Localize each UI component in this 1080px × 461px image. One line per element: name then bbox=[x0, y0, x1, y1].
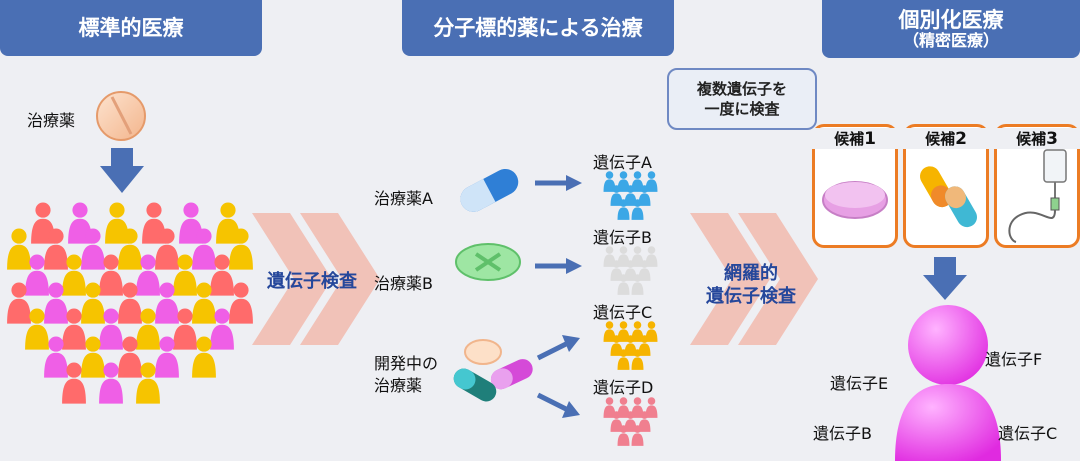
candidate-2-title: 候補2 bbox=[903, 128, 989, 149]
candidate-2-capsules-icon bbox=[920, 166, 977, 228]
gene-b-label: 遺伝子B bbox=[593, 228, 652, 247]
down-arrow-right-icon bbox=[923, 257, 967, 300]
multi-box-line2: 一度に検査 bbox=[704, 100, 780, 118]
candidate-1-title: 候補1 bbox=[812, 128, 898, 149]
tablet-icon bbox=[96, 91, 146, 141]
header-standard-care: 標準的医療 bbox=[0, 0, 262, 56]
chevron-right bbox=[690, 213, 818, 345]
person-gene-b-label: 遺伝子B bbox=[813, 424, 872, 443]
multi-gene-test-box: 複数遺伝子を 一度に検査 bbox=[667, 68, 817, 130]
candidate-3-iv-drip-icon bbox=[1008, 149, 1067, 243]
gene-c-label: 遺伝子C bbox=[593, 303, 653, 322]
header-molecular-title: 分子標的薬による治療 bbox=[433, 15, 643, 40]
drug-gene-arrows bbox=[535, 175, 582, 418]
gene-a-label: 遺伝子A bbox=[593, 153, 652, 172]
person-gene-c-label: 遺伝子C bbox=[998, 424, 1058, 443]
header-molecular-targeted: 分子標的薬による治療 bbox=[402, 0, 674, 56]
header-personalized-subtitle: （精密医療） bbox=[902, 30, 999, 50]
comprehensive-test-line2: 遺伝子検査 bbox=[706, 286, 796, 308]
personalized-patient-icon bbox=[895, 305, 1001, 461]
down-arrow-icon bbox=[100, 148, 144, 193]
drug-b-label: 治療薬B bbox=[374, 274, 433, 293]
tablet-b-icon bbox=[455, 243, 521, 281]
chevron-left bbox=[252, 213, 380, 345]
standard-drug-label: 治療薬 bbox=[27, 111, 76, 130]
candidate-1-pill-icon bbox=[822, 181, 888, 219]
dev-drug-label-line2: 治療薬 bbox=[374, 376, 423, 395]
dev-drug-label: 開発中の 治療薬 bbox=[374, 353, 438, 397]
dev-drug-label-line1: 開発中の bbox=[374, 354, 439, 373]
candidate-3-title: 候補3 bbox=[994, 128, 1080, 149]
header-personalized: 個別化医療 （精密医療） bbox=[822, 0, 1080, 58]
header-standard-title: 標準的医療 bbox=[78, 15, 184, 40]
dev-drugs-icon bbox=[453, 339, 533, 402]
capsule-a-icon bbox=[460, 168, 519, 212]
comprehensive-test-label: 網羅的 遺伝子検査 bbox=[686, 262, 816, 309]
person-gene-f-label: 遺伝子F bbox=[985, 350, 1043, 369]
multi-box-line1: 複数遺伝子を bbox=[696, 79, 787, 98]
comprehensive-test-line1: 網羅的 bbox=[724, 263, 778, 284]
drug-a-label: 治療薬A bbox=[374, 189, 433, 208]
gene-test-label: 遺伝子検査 bbox=[267, 271, 357, 292]
gene-d-label: 遺伝子D bbox=[593, 378, 654, 397]
person-gene-e-label: 遺伝子E bbox=[830, 374, 889, 393]
header-personalized-title: 個別化医療 bbox=[898, 7, 1004, 32]
